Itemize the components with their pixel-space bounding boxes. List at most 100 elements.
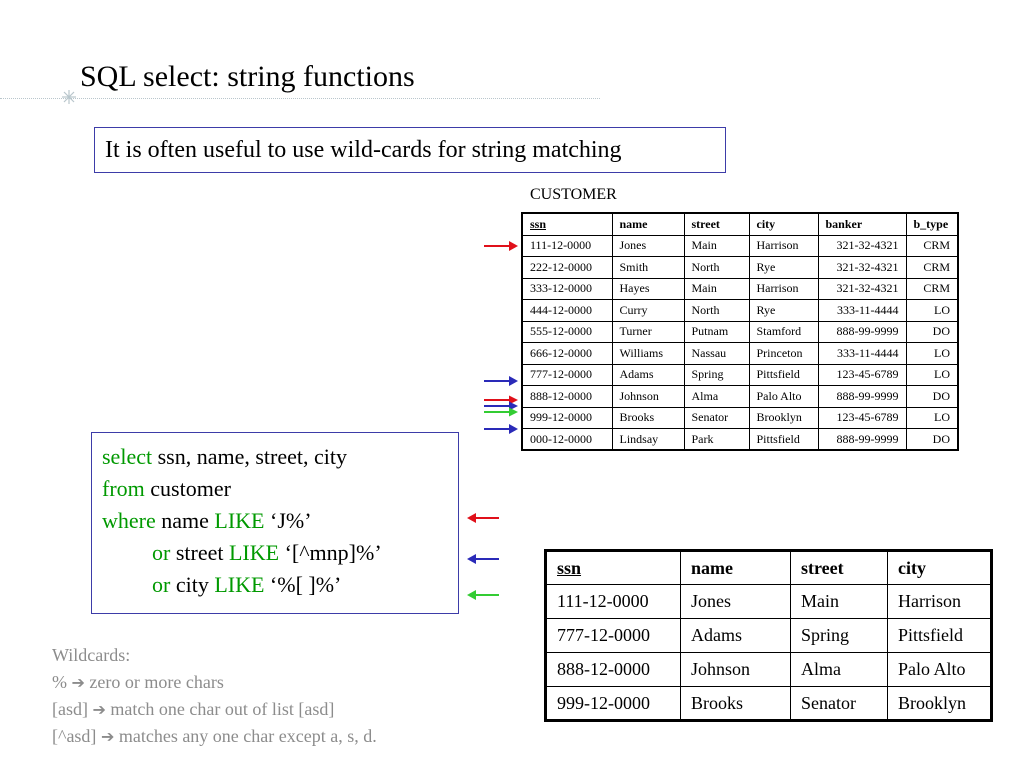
red-row-arrow-icon [484,241,518,251]
cell-ssn: 666-12-0000 [521,342,613,365]
cell-street: Senator [683,406,750,429]
sql-keyword: LIKE [228,540,280,565]
cell-city: Pittsfield [748,363,819,386]
cell-ssn: 222-12-0000 [521,256,613,279]
sql-text: customer [144,476,231,501]
col-header-city: city [887,550,992,585]
wildcard-percent: % ➔ zero or more chars [52,669,377,696]
cell-banker: 321-32-4321 [817,256,907,279]
cell-city: Harrison [748,277,819,300]
wildcard-description: match one char out of list [asd] [110,699,335,719]
sql-keyword: where [102,508,156,533]
cell-b-type: CRM [905,256,959,279]
sql-keyword: from [102,476,145,501]
table-row: 777-12-0000 Adams Spring Pittsfield [545,618,992,653]
wildcard-callout: It is often useful to use wild-cards for… [94,127,726,173]
cell-name: Adams [611,363,685,386]
cell-b-type: DO [905,320,959,343]
cell-b-type: LO [905,342,959,365]
snowflake-icon [62,90,76,104]
cell-city: Princeton [748,342,819,365]
table-row: 111-12-0000 Jones Main Harrison [545,584,992,619]
cell-ssn: 111-12-0000 [521,234,613,257]
cell-banker: 888-99-9999 [817,385,907,408]
wildcard-description: zero or more chars [89,672,224,692]
cell-street: Putnam [683,320,750,343]
table-row: 555-12-0000 Turner Putnam Stamford 888-9… [521,320,959,343]
red-condition-arrow-icon [467,513,499,523]
sql-line-select: select ssn, name, street, city [102,441,458,473]
wildcard-negated-list: [^asd] ➔ matches any one char except a, … [52,723,377,750]
sql-keyword: or [152,540,171,565]
wildcards-heading: Wildcards: [52,645,131,665]
blue-condition-arrow-icon [467,554,499,564]
cell-street: Main [790,584,888,619]
cell-street: Spring [790,618,888,653]
col-header-ssn: ssn [521,212,613,236]
cell-city: Brooklyn [748,406,819,429]
cell-ssn: 777-12-0000 [521,363,613,386]
cell-name: Jones [680,584,791,619]
sql-pattern: ‘J%’ [264,508,312,533]
customer-table-caption: CUSTOMER [530,186,617,203]
cell-banker: 333-11-4444 [817,342,907,365]
table-row: 888-12-0000 Johnson Alma Palo Alto [545,652,992,687]
table-row: 000-12-0000 Lindsay Park Pittsfield 888-… [521,428,959,451]
cell-city: Palo Alto [748,385,819,408]
wildcard-description: matches any one char except a, s, d. [118,726,377,746]
cell-b-type: CRM [905,277,959,300]
cell-name: Brooks [680,686,791,721]
cell-name: Johnson [680,652,791,687]
sql-keyword: LIKE [214,508,265,533]
cell-city: Harrison [887,584,992,619]
sql-line-or-street: or street LIKE ‘[^mnp]%’ [102,537,458,569]
cell-city: Harrison [748,234,819,257]
cell-city: Stamford [748,320,819,343]
table-row: 666-12-0000 Williams Nassau Princeton 33… [521,342,959,365]
cell-banker: 123-45-6789 [817,363,907,386]
cell-b-type: DO [905,428,959,451]
green-row-arrow-icon [484,407,518,417]
table-row: 999-12-0000 Brooks Senator Brooklyn [545,686,992,721]
cell-name: Johnson [611,385,685,408]
cell-ssn: 999-12-0000 [521,406,613,429]
right-arrow-icon: ➔ [71,673,85,692]
wildcards-legend: Wildcards: % ➔ zero or more chars [asd] … [52,642,377,750]
result-table-header: ssn name street city [545,550,992,585]
right-arrow-icon: ➔ [92,700,106,719]
customer-table: ssn name street city banker b_type 111-1… [521,212,959,451]
cell-ssn: 444-12-0000 [521,299,613,322]
sql-text: street [170,540,229,565]
cell-ssn: 111-12-0000 [545,584,681,619]
col-header-b-type: b_type [905,212,959,236]
cell-ssn: 777-12-0000 [545,618,681,653]
sql-keyword: LIKE [214,572,265,597]
slide-title: SQL select: string functions [80,60,415,93]
cell-b-type: LO [905,406,959,429]
table-row: 111-12-0000 Jones Main Harrison 321-32-4… [521,234,959,257]
cell-banker: 888-99-9999 [817,428,907,451]
sql-query-box: select ssn, name, street, city from cust… [91,432,459,614]
cell-name: Jones [611,234,685,257]
title-divider [0,98,600,99]
sql-keyword: or [152,572,171,597]
cell-b-type: DO [905,385,959,408]
cell-city: Pittsfield [887,618,992,653]
cell-name: Lindsay [611,428,685,451]
blue-row-arrow-icon [484,424,518,434]
cell-city: Pittsfield [748,428,819,451]
table-row: 222-12-0000 Smith North Rye 321-32-4321 … [521,256,959,279]
cell-name: Adams [680,618,791,653]
wildcard-list: [asd] ➔ match one char out of list [asd] [52,696,377,723]
cell-street: Senator [790,686,888,721]
cell-ssn: 888-12-0000 [521,385,613,408]
sql-text: ssn, name, street, city [152,444,347,469]
cell-street: Alma [683,385,750,408]
sql-text: city [170,572,215,597]
cell-ssn: 000-12-0000 [521,428,613,451]
cell-street: Spring [683,363,750,386]
col-header-name: name [680,550,791,585]
green-condition-arrow-icon [467,590,499,600]
table-row: 777-12-0000 Adams Spring Pittsfield 123-… [521,363,959,386]
sql-pattern: ‘[^mnp]%’ [279,540,382,565]
